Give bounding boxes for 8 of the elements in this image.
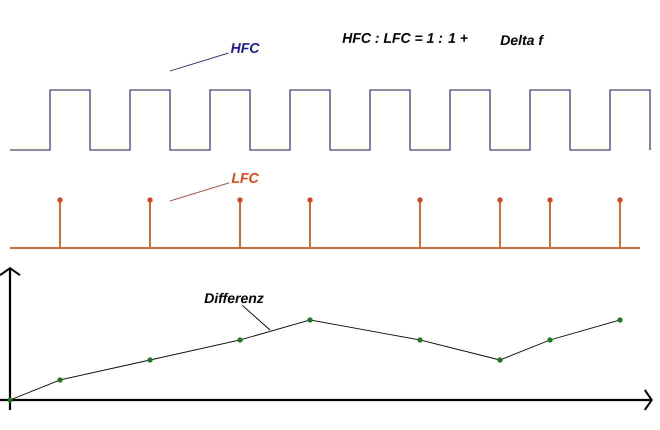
leader-line	[170, 182, 230, 202]
formula: Delta f	[500, 34, 544, 46]
leader-line	[170, 52, 229, 72]
signal-label: HFC	[230, 43, 260, 53]
formula: HFC : LFC = 1 : 1 +	[342, 33, 468, 43]
leader-line	[242, 304, 270, 330]
signal-label: LFC	[232, 173, 259, 183]
curve-label: Differenz	[204, 292, 264, 304]
